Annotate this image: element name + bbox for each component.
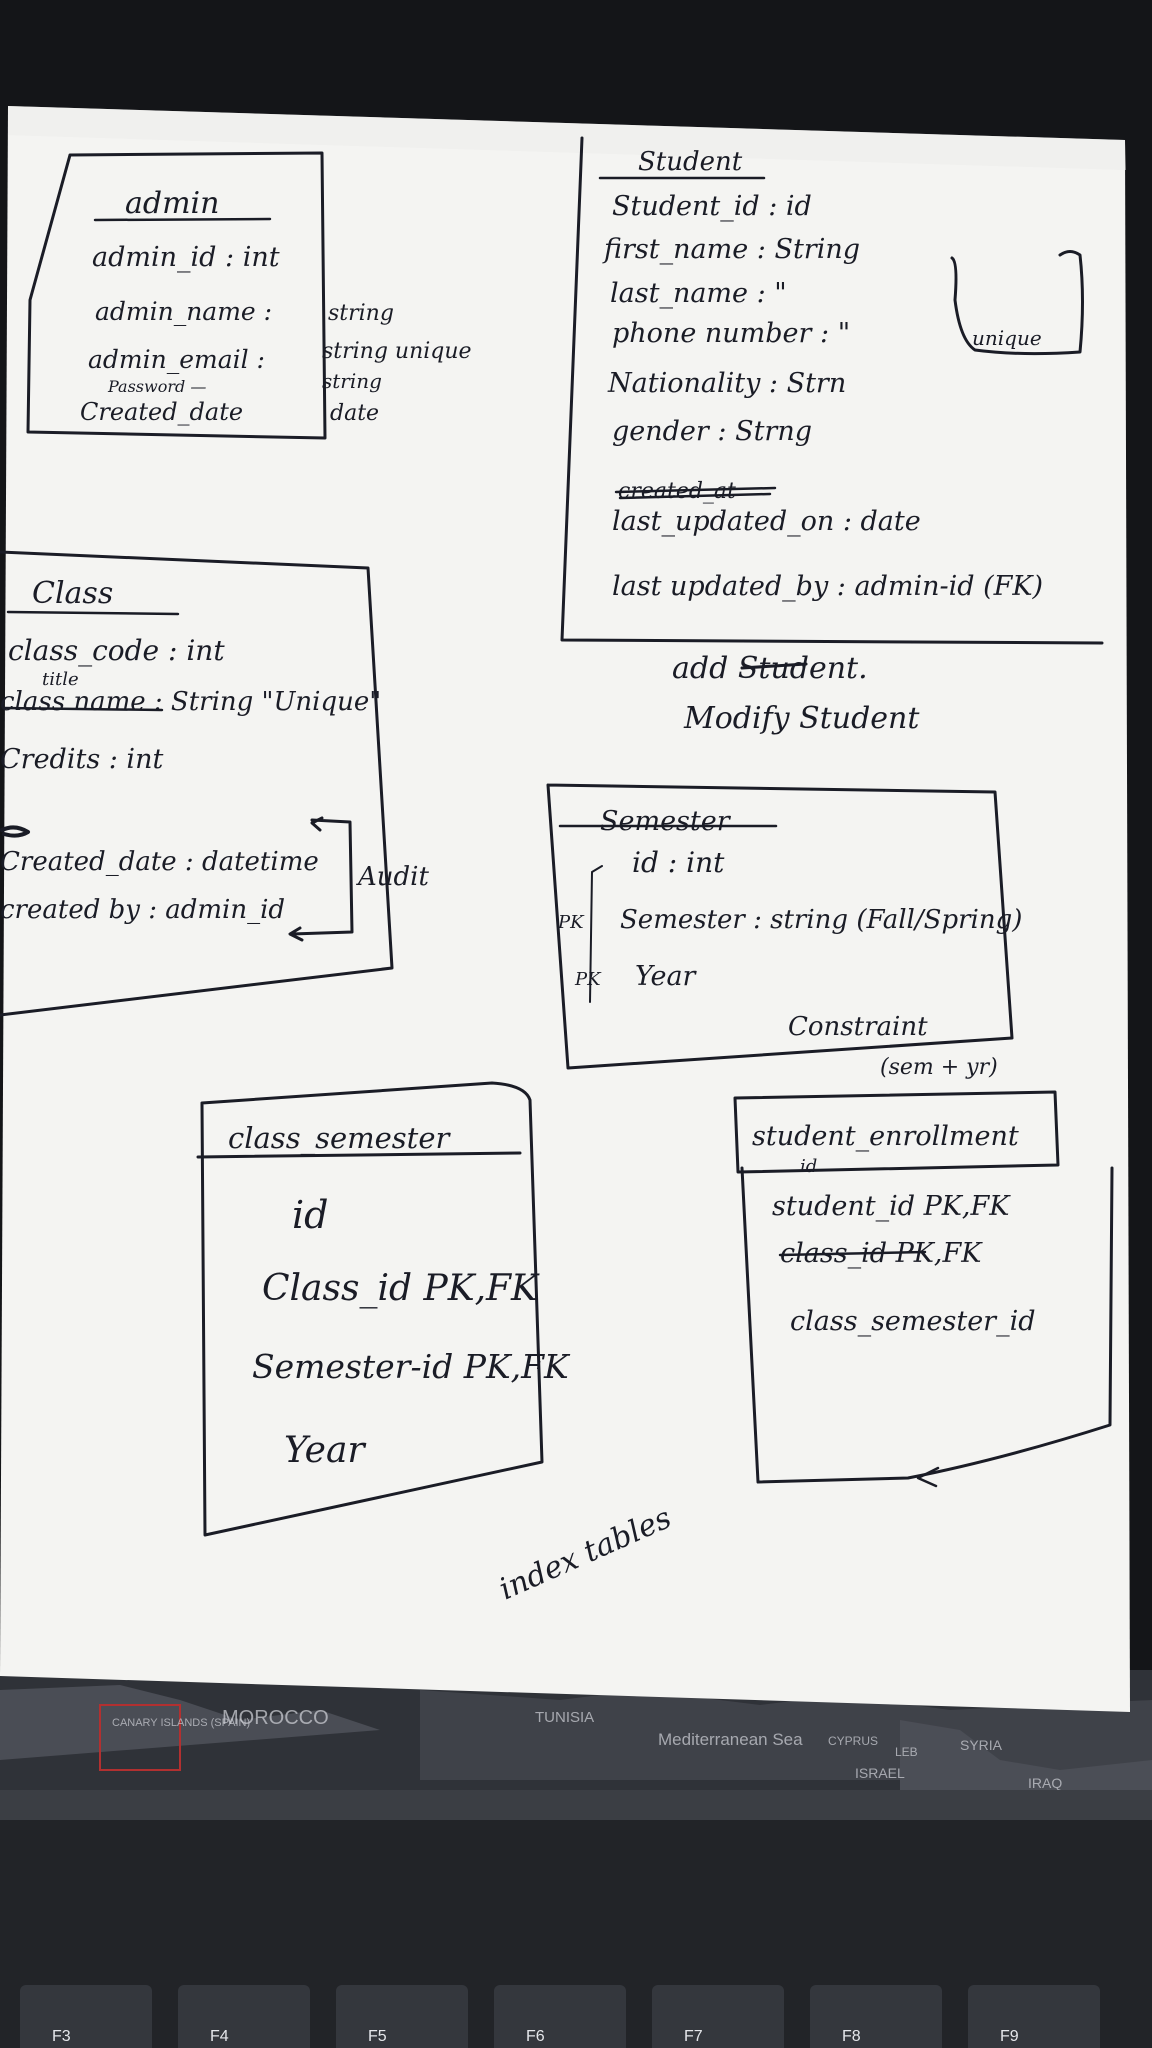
class-title-insert: title xyxy=(42,669,79,690)
student-entity: Student Student_id : id first_name : Str… xyxy=(560,136,1104,645)
unique-bracket xyxy=(950,250,1084,356)
function-key xyxy=(336,1985,468,2048)
scribble xyxy=(0,825,30,838)
student-action: add Student. xyxy=(672,651,868,686)
class-semester-field: id xyxy=(292,1193,328,1237)
student-field: last updated_by : admin-id (FK) xyxy=(612,571,1043,602)
function-key-label: F9 xyxy=(1000,2028,1019,2045)
class-semester-field: Semester-id PK,FK xyxy=(252,1347,571,1386)
student-enrollment-entity: student_enrollment id student_id PK,FK c… xyxy=(733,1090,1114,1488)
arrow-mark xyxy=(916,1466,940,1488)
audit-bracket xyxy=(288,816,354,942)
class-field: Credits : int xyxy=(0,744,163,775)
strike-through xyxy=(2,706,164,712)
map-label: TUNISIA xyxy=(535,1709,594,1726)
class-semester-field: Class_id PK,FK xyxy=(262,1268,540,1309)
paper-sheet xyxy=(0,106,1130,1712)
student-title: Student xyxy=(638,147,743,177)
strike-through xyxy=(778,1250,927,1257)
student-enrollment-field: student_id PK,FK xyxy=(772,1191,1011,1222)
class-field: created by : admin_id xyxy=(0,895,285,925)
student-enrollment-field: class_semester_id xyxy=(790,1306,1036,1337)
semester-constraint-note: (sem + yr) xyxy=(880,1055,998,1080)
semester-constraint: Constraint xyxy=(788,1012,928,1042)
class-title: Class xyxy=(32,576,113,611)
student-field: last_updated_on : date xyxy=(612,506,921,537)
admin-field: admin_name : xyxy=(95,297,272,326)
strike-through xyxy=(740,662,808,670)
admin-entity: admin admin_id : int admin_name : admin_… xyxy=(26,151,472,440)
admin-type: string xyxy=(328,301,394,326)
student-unique-note: unique xyxy=(972,326,1042,350)
class-audit-note: Audit xyxy=(356,862,429,892)
function-key-label: F8 xyxy=(842,2028,861,2045)
laptop-bezel xyxy=(0,1790,1152,1820)
class-semester-title: class_semester xyxy=(228,1121,451,1156)
function-key xyxy=(178,1985,310,2048)
map-label: IRAQ xyxy=(1028,1775,1062,1791)
admin-type: date xyxy=(330,401,379,426)
function-key xyxy=(968,1985,1100,2048)
admin-field: Created_date xyxy=(80,398,243,426)
student-action: Modify Student xyxy=(683,701,920,736)
function-key xyxy=(20,1985,152,2048)
map-label: CYPRUS xyxy=(828,1734,878,1748)
class-entity: Class class_code : int title class name … xyxy=(0,550,429,1017)
semester-field: Semester : string (Fall/Spring) xyxy=(620,905,1022,935)
function-key-label: F3 xyxy=(52,2028,71,2045)
function-key xyxy=(810,1985,942,2048)
map-region-highlight xyxy=(99,1704,181,1771)
function-key-label: F6 xyxy=(526,2028,545,2045)
map-label: ISRAEL xyxy=(855,1765,905,1781)
student-field: gender : Strng xyxy=(612,416,812,447)
map-label: Mediterranean Sea xyxy=(658,1730,803,1749)
admin-type: string unique xyxy=(322,339,472,364)
student-field: first_name : String xyxy=(602,234,860,265)
student-enrollment-title: student_enrollment xyxy=(752,1121,1019,1152)
function-key-row: F3 F4 F5 F6 F7 F8 F9 xyxy=(20,1985,1100,2048)
class-semester-entity: class_semester id Class_id PK,FK Semeste… xyxy=(196,1081,571,1537)
strike-through xyxy=(614,486,777,500)
function-key-label: F5 xyxy=(368,2028,387,2045)
map-label: CANARY ISLANDS (SPAIN) xyxy=(112,1717,250,1729)
student-field: last_name : " xyxy=(610,278,787,309)
semester-pk-mark: PK xyxy=(557,912,585,933)
map-label: SYRIA xyxy=(960,1737,1003,1753)
semester-field: id : int xyxy=(632,846,725,879)
class-field: class name : String "Unique" xyxy=(0,687,381,717)
semester-field: Year xyxy=(635,961,698,992)
class-field: Created_date : datetime xyxy=(0,847,319,877)
student-enrollment-id-mark: id xyxy=(800,1156,817,1177)
map-label: MOROCCO xyxy=(222,1707,329,1729)
class-field: class_code : int xyxy=(8,634,225,667)
student-field: Student_id : id xyxy=(612,191,812,222)
pk-bracket xyxy=(589,865,603,1003)
admin-type: string xyxy=(322,369,382,393)
student-field: phone number : " xyxy=(612,318,850,349)
function-key xyxy=(652,1985,784,2048)
class-semester-field: Year xyxy=(284,1430,366,1471)
admin-field: admin_email : xyxy=(88,345,265,374)
function-key-label: F7 xyxy=(684,2028,703,2045)
semester-title: Semester xyxy=(600,806,732,837)
admin-title: admin xyxy=(125,186,219,221)
student-field: Nationality : Strn xyxy=(607,368,846,399)
semester-pk-mark: PK xyxy=(574,969,602,990)
function-key xyxy=(494,1985,626,2048)
admin-field: admin_id : int xyxy=(92,242,280,273)
semester-entity: Semester id : int PK Semester : string (… xyxy=(546,783,1022,1080)
paper-edge-shade xyxy=(8,106,1126,170)
function-key-label: F4 xyxy=(210,2028,229,2045)
map-label: LEB xyxy=(895,1745,918,1759)
admin-field: Password — xyxy=(107,377,206,396)
